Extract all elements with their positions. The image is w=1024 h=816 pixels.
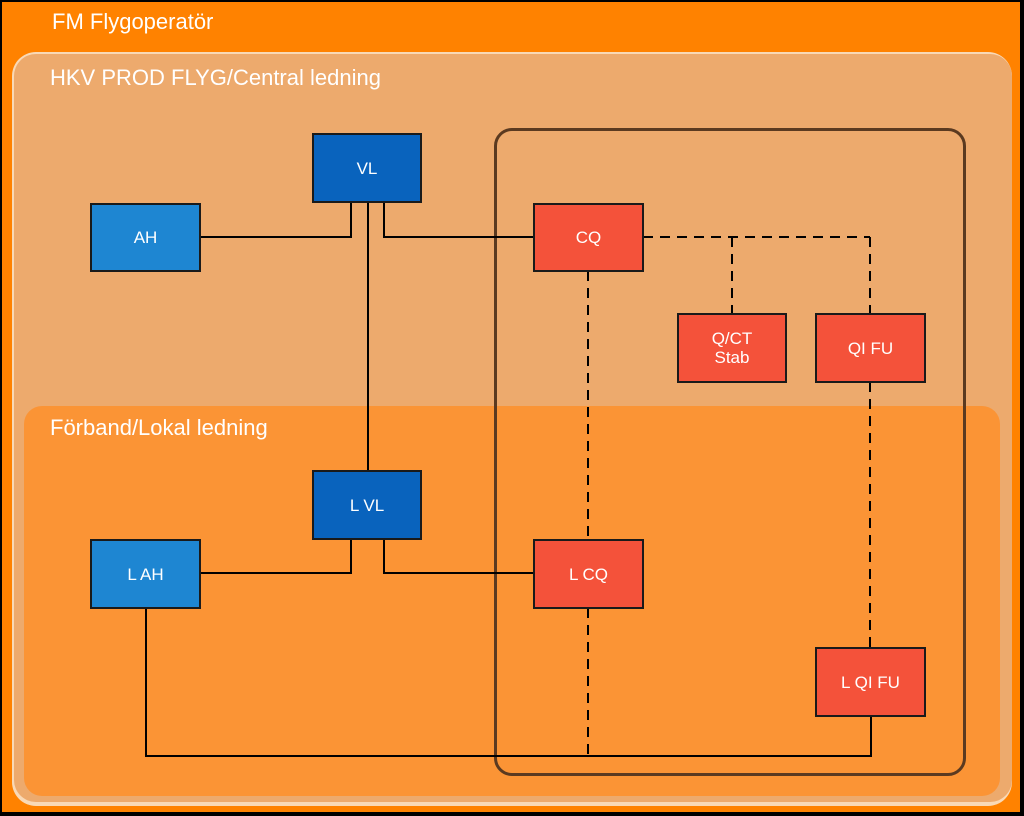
line-vl-cq <box>383 203 534 238</box>
node-l-qi-fu: L QI FU <box>815 647 926 717</box>
region-title-local: Förband/Lokal ledning <box>50 415 268 440</box>
line-lvl-lcq <box>383 540 534 574</box>
node-l-ah: L AH <box>90 539 201 609</box>
node-cq: CQ <box>533 203 644 272</box>
node-qi-fu: QI FU <box>815 313 926 383</box>
quality-group-frame <box>494 128 966 776</box>
line-ah-vl <box>200 203 352 238</box>
node-l-cq: L CQ <box>533 539 644 609</box>
node-vl: VL <box>312 133 422 203</box>
node-q-ct-stab: Q/CT Stab <box>677 313 787 383</box>
region-title-central: HKV PROD FLYG/Central ledning <box>50 65 381 90</box>
node-l-vl: L VL <box>312 470 422 540</box>
node-ah: AH <box>90 203 201 272</box>
line-lah-lvl <box>200 540 352 574</box>
region-title-outer: FM Flygoperatör <box>52 9 214 34</box>
line-lah-bottom <box>145 608 872 757</box>
